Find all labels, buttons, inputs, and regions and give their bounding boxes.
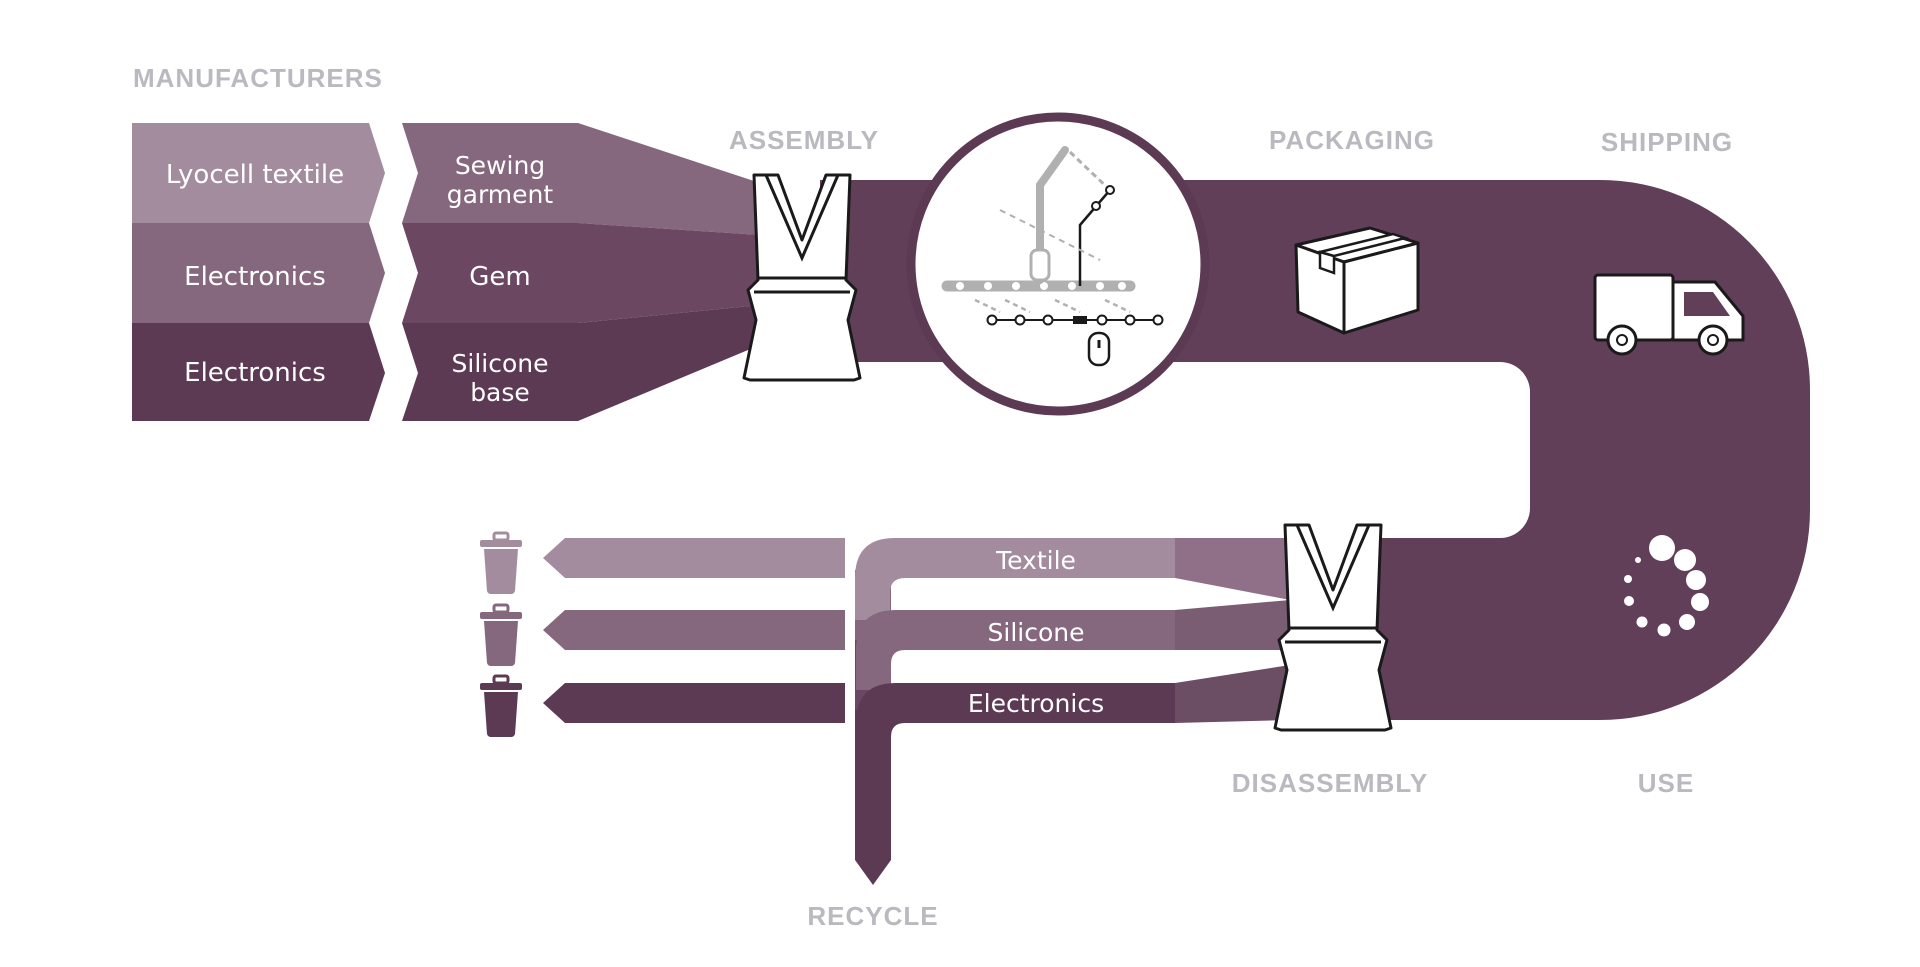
trash-can-icon [480,603,522,666]
label-recycle: RECYCLE [807,901,938,931]
component-box-silicone [402,323,578,421]
recycle-stream-electronics [856,683,1270,760]
component-label: Sewing [455,151,545,180]
assembly-funnel [578,123,760,421]
material-box-electronics-1 [132,223,385,323]
waste-arrow-textile [543,538,845,578]
label-packaging: PACKAGING [1269,125,1435,155]
material-label: Electronics [184,262,326,292]
waste-arrow-silicone [543,610,845,650]
label-disassembly: DISASSEMBLY [1232,768,1428,798]
recycle-stream-silicone [856,610,1270,690]
component-label: garment [447,180,554,209]
material-label: Electronics [184,358,326,388]
trash-can-icon [480,674,522,737]
recycle-stream-textile [855,538,1270,620]
recycle-stream-label: Electronics [968,689,1104,718]
recycle-streams: Textile Silicone Electronics [543,538,1290,885]
garment-icon [1273,523,1393,732]
component-label: Silicone [452,349,549,378]
loading-spinner-icon [1624,535,1709,637]
component-label: base [470,378,530,407]
label-use: USE [1638,768,1694,798]
component-label: Gem [469,262,530,292]
material-label: Lyocell textile [166,160,344,190]
recycle-stream-label: Silicone [988,618,1085,647]
components-column: Sewing garment Gem Silicone base [402,123,578,421]
component-box-sewing [402,123,578,223]
truck-icon [1593,273,1745,356]
box-icon [1294,226,1420,335]
label-shipping: SHIPPING [1601,127,1733,157]
label-manufacturers: MANUFACTURERS [133,63,383,93]
trash-can-icon [480,531,522,594]
recycle-stream-label: Textile [995,546,1076,575]
material-box-lyocell [132,123,385,223]
component-box-gem [402,223,578,323]
materials-column: Lyocell textile Electronics Electronics [132,123,385,421]
material-box-electronics-2 [132,323,385,421]
assembly-machine-icon [906,112,1210,416]
waste-arrow-electronics [543,683,845,723]
garment-icon [742,173,862,382]
label-assembly: ASSEMBLY [729,125,879,155]
